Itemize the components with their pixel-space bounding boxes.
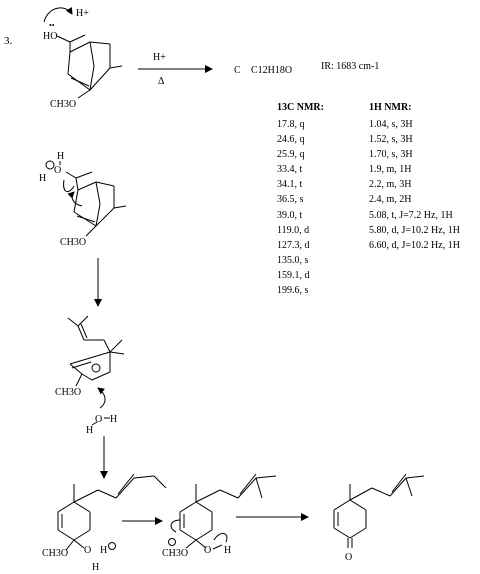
c13-peak: 159.1, d bbox=[277, 269, 310, 281]
h-label-left: H bbox=[39, 173, 46, 184]
product-label: C bbox=[234, 65, 241, 76]
ch3o-label-2: CH3O bbox=[60, 237, 86, 248]
curly-arrow-ring-opening bbox=[67, 191, 83, 207]
c13-peak: 17.8, q bbox=[277, 119, 305, 130]
curly-arrow-water-loss bbox=[63, 179, 75, 193]
oxonium-o: O bbox=[54, 165, 61, 176]
molecular-formula: C12H18O bbox=[251, 65, 292, 76]
ch3o-label-1: CH3O bbox=[50, 99, 76, 110]
c13-peak: 119.0, d bbox=[277, 224, 310, 236]
curly-arrow-deprotonation bbox=[213, 533, 228, 543]
ho-label: HO bbox=[43, 31, 57, 42]
ch3o-label-3: CH3O bbox=[55, 387, 81, 398]
c13-peak: 39.0, t bbox=[277, 209, 303, 221]
methoxy-charge bbox=[168, 538, 176, 546]
curly-arrow-water-attack bbox=[97, 387, 106, 409]
h1-peak: 2.4, m, 2H bbox=[369, 194, 412, 206]
h1-peak: 1.70, s, 3H bbox=[369, 149, 413, 161]
h1-peak: 5.80, d, J=10.2 Hz, 1H bbox=[369, 224, 460, 236]
water-h-left: H bbox=[86, 425, 93, 436]
water-o: O bbox=[95, 414, 102, 425]
hydroxyl-o: O bbox=[204, 545, 211, 556]
ketone-o: O bbox=[345, 552, 352, 563]
oxonium-adduct-structure: CH3O O H H bbox=[42, 473, 167, 573]
h1-nmr-table: 1H NMR: 1.04, s, 3H 1.52, s, 3H 1.70, s,… bbox=[369, 100, 460, 253]
oxonium-o-2: O bbox=[84, 545, 91, 556]
oxonium-h-right: H bbox=[100, 545, 107, 556]
cation-intermediate-structure: CH3O O H H bbox=[55, 315, 125, 436]
ir-data: IR: 1683 cm-1 bbox=[321, 61, 379, 72]
protonated-alcohol-structure: H H O CH3O bbox=[39, 151, 127, 248]
h1-peak: 1.9, m, 1H bbox=[369, 164, 412, 176]
c13-nmr-heading: 13C NMR: bbox=[277, 102, 324, 113]
c13-peak: 127.3, d bbox=[277, 239, 310, 251]
h1-peak: 1.52, s, 3H bbox=[369, 134, 413, 146]
curly-arrow-methoxy bbox=[170, 519, 181, 533]
h-label-top: H bbox=[57, 151, 64, 162]
oxonium-charge bbox=[45, 160, 55, 170]
c13-peak: 135.0, s bbox=[277, 254, 309, 266]
final-product-structure: O bbox=[333, 473, 425, 563]
h1-peak: 1.04, s, 3H bbox=[369, 119, 413, 130]
c13-peak: 34.1, t bbox=[277, 179, 303, 191]
hemiketal-structure: CH3O O H bbox=[162, 473, 277, 559]
c13-peak: 25.9, q bbox=[277, 149, 305, 161]
oxonium-h-bottom: H bbox=[92, 562, 99, 573]
curly-arrow-protonation bbox=[43, 7, 73, 23]
problem-number: 3. bbox=[4, 35, 13, 47]
lone-pair-dots: •• bbox=[49, 21, 55, 30]
c13-peak: 36.5, s bbox=[277, 194, 304, 206]
c13-nmr-table: 13C NMR: 17.8, q 24.6, q 25.9, q 33.4, t… bbox=[277, 100, 324, 298]
ch3o-label-4: CH3O bbox=[42, 548, 68, 559]
oxonium-charge-2 bbox=[108, 542, 116, 550]
reagent-top: H+ bbox=[153, 52, 166, 63]
h1-peak: 6.60, d, J=10.2 Hz, 1H bbox=[369, 239, 460, 251]
reagent-bottom: Δ bbox=[158, 76, 165, 87]
h1-peak: 5.08, t, J=7.2 Hz, 1H bbox=[369, 209, 453, 221]
c13-peak: 199.6, s bbox=[277, 285, 309, 297]
ch3o-label-5: CH3O bbox=[162, 548, 188, 559]
h1-nmr-heading: 1H NMR: bbox=[369, 102, 412, 113]
c13-peak: 33.4, t bbox=[277, 164, 303, 176]
h1-peak: 2.2, m, 3H bbox=[369, 179, 412, 191]
c13-peak: 24.6, q bbox=[277, 134, 305, 146]
carbocation-charge bbox=[91, 363, 101, 373]
hydroxyl-h: H bbox=[224, 545, 231, 556]
h-plus-label-1: H+ bbox=[76, 8, 89, 19]
water-h-right: H bbox=[110, 414, 117, 425]
starting-material-structure: H+ HO •• CH3O bbox=[43, 7, 123, 110]
